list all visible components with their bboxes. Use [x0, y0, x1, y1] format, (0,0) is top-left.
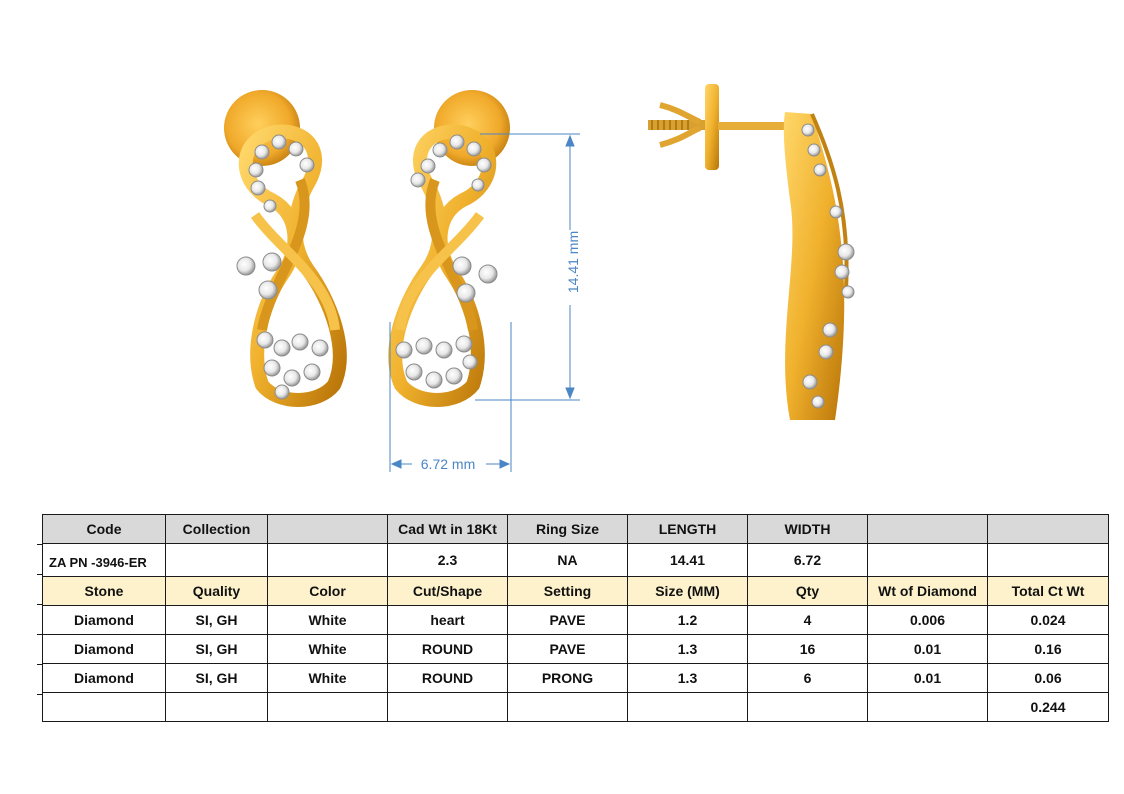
size-cell: 1.3	[627, 663, 748, 693]
blank-cell	[747, 692, 868, 722]
stone-row: Diamond SI, GH White ROUND PAVE 1.3 16 0…	[42, 634, 1109, 664]
row-tick	[37, 694, 42, 695]
setting-cell: PAVE	[507, 605, 628, 635]
setting-cell: PRONG	[507, 663, 628, 693]
quality-cell: SI, GH	[165, 605, 268, 635]
specification-table: Code Collection Cad Wt in 18Kt Ring Size…	[42, 514, 1109, 722]
header-cut-shape: Cut/Shape	[387, 576, 508, 606]
header-quality: Quality	[165, 576, 268, 606]
color-cell: White	[267, 663, 388, 693]
length-dimension	[475, 133, 580, 401]
blank-cell	[867, 543, 988, 577]
header-ring-size: Ring Size	[507, 514, 628, 544]
quality-cell: SI, GH	[165, 663, 268, 693]
blank-cell	[267, 543, 388, 577]
cut-shape-cell: ROUND	[387, 663, 508, 693]
row-tick	[37, 604, 42, 605]
product-code: ZA PN -3946-ER	[42, 543, 166, 577]
stone-cell: Diamond	[42, 634, 166, 664]
header-size-mm: Size (MM)	[627, 576, 748, 606]
qty-cell: 6	[747, 663, 868, 693]
width-value: 6.72	[747, 543, 868, 577]
blank-cell	[867, 692, 988, 722]
blank-cell	[42, 692, 166, 722]
quality-cell: SI, GH	[165, 634, 268, 664]
earring-side-view	[648, 84, 855, 420]
length-value: 14.41	[627, 543, 748, 577]
total-ct-cell: 0.06	[987, 663, 1109, 693]
wt-cell: 0.01	[867, 663, 988, 693]
wt-cell: 0.006	[867, 605, 988, 635]
earring-illustration: 14.41 mm 6.72 mm	[224, 84, 855, 472]
earring-front-right	[388, 90, 510, 407]
header-code: Code	[42, 514, 166, 544]
header-total-ct-wt: Total Ct Wt	[987, 576, 1109, 606]
product-header-row: Code Collection Cad Wt in 18Kt Ring Size…	[42, 514, 1109, 544]
width-dimension	[389, 322, 512, 472]
stone-cell: Diamond	[42, 663, 166, 693]
header-blank	[987, 514, 1109, 544]
header-color: Color	[267, 576, 388, 606]
blank-cell	[987, 543, 1109, 577]
header-length: LENGTH	[627, 514, 748, 544]
grand-total-ct-wt: 0.244	[987, 692, 1109, 722]
color-cell: White	[267, 634, 388, 664]
row-tick	[37, 544, 42, 545]
header-stone: Stone	[42, 576, 166, 606]
setting-cell: PAVE	[507, 634, 628, 664]
length-label: 14.41 mm	[565, 231, 581, 293]
product-info-row: ZA PN -3946-ER 2.3 NA 14.41 6.72	[42, 543, 1109, 577]
header-blank	[867, 514, 988, 544]
header-qty: Qty	[747, 576, 868, 606]
header-width: WIDTH	[747, 514, 868, 544]
cut-shape-cell: heart	[387, 605, 508, 635]
blank-cell	[387, 692, 508, 722]
earring-front-left	[224, 90, 347, 407]
blank-cell	[165, 692, 268, 722]
stone-cell: Diamond	[42, 605, 166, 635]
collection-value	[165, 543, 268, 577]
blank-cell	[267, 692, 388, 722]
stone-header-row: Stone Quality Color Cut/Shape Setting Si…	[42, 576, 1109, 606]
cut-shape-cell: ROUND	[387, 634, 508, 664]
row-tick	[37, 634, 42, 635]
size-cell: 1.2	[627, 605, 748, 635]
width-label: 6.72 mm	[421, 456, 475, 472]
qty-cell: 16	[747, 634, 868, 664]
stone-row: Diamond SI, GH White ROUND PRONG 1.3 6 0…	[42, 663, 1109, 693]
ring-size-value: NA	[507, 543, 628, 577]
color-cell: White	[267, 605, 388, 635]
header-wt-of-diamond: Wt of Diamond	[867, 576, 988, 606]
blank-cell	[627, 692, 748, 722]
header-setting: Setting	[507, 576, 628, 606]
total-ct-cell: 0.16	[987, 634, 1109, 664]
row-tick	[37, 574, 42, 575]
header-blank	[267, 514, 388, 544]
size-cell: 1.3	[627, 634, 748, 664]
blank-cell	[507, 692, 628, 722]
row-tick	[37, 664, 42, 665]
stone-row: Diamond SI, GH White heart PAVE 1.2 4 0.…	[42, 605, 1109, 635]
total-ct-cell: 0.024	[987, 605, 1109, 635]
header-collection: Collection	[165, 514, 268, 544]
header-cad-weight: Cad Wt in 18Kt	[387, 514, 508, 544]
qty-cell: 4	[747, 605, 868, 635]
cad-weight-value: 2.3	[387, 543, 508, 577]
wt-cell: 0.01	[867, 634, 988, 664]
total-row: 0.244	[42, 692, 1109, 722]
